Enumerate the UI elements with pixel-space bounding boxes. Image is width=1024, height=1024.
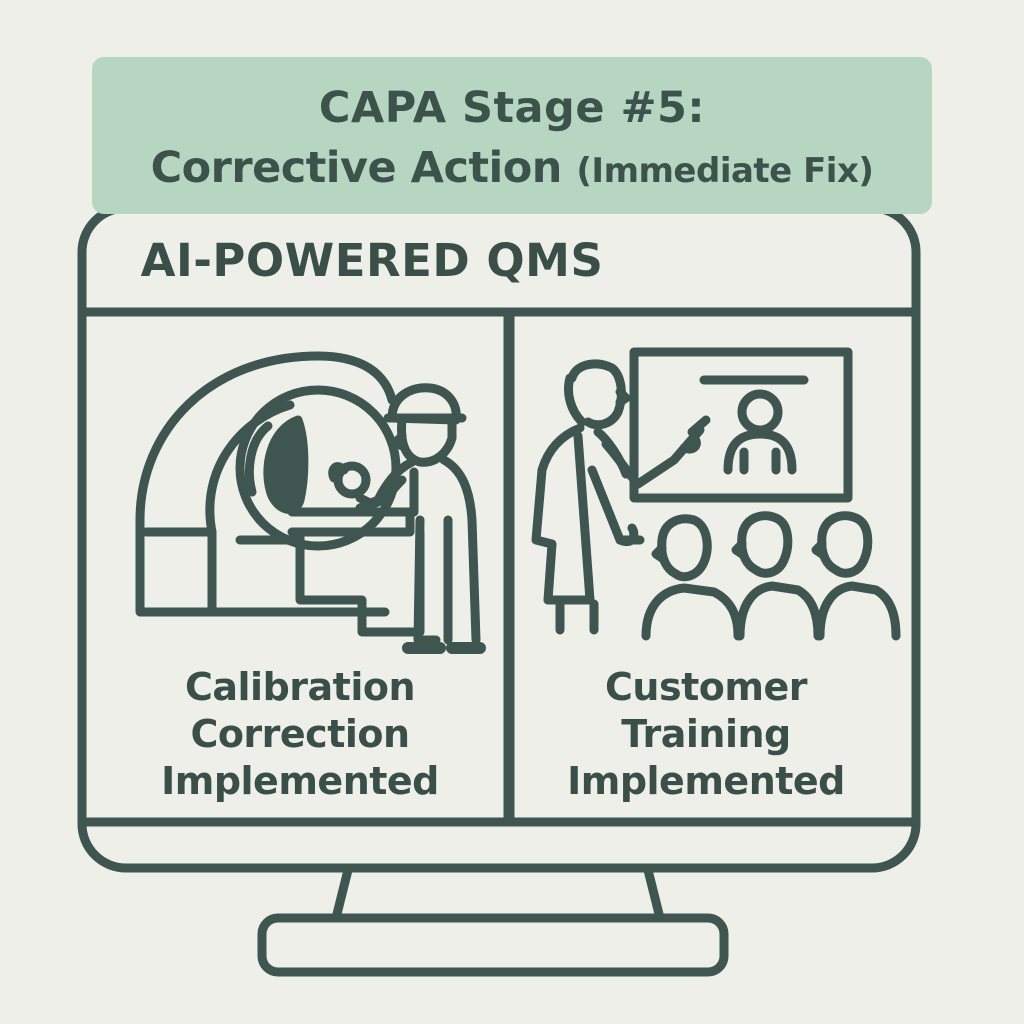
left-caption-line: Calibration [184,665,416,709]
right-caption-line: Implemented [567,759,845,803]
left-caption-line: Correction [190,712,410,756]
left-panel-caption: Calibration Correction Implemented [100,664,500,805]
right-caption-line: Training [621,712,791,756]
left-caption-line: Implemented [161,759,439,803]
banner-title: CAPA Stage #5: [318,83,706,133]
mri-scanner-icon [135,351,425,637]
stage-banner: CAPA Stage #5: Corrective Action (Immedi… [92,57,932,214]
right-panel-caption: Customer Training Implemented [518,664,894,805]
screen-title: AI-POWERED QMS [140,234,604,287]
monitor-neck [331,865,665,923]
audience-icon [641,511,901,641]
monitor-base [257,913,729,977]
trainer-icon [531,359,711,635]
right-caption-line: Customer [605,665,807,709]
banner-subtitle-paren: (Immediate Fix) [576,151,874,191]
banner-subtitle: Corrective Action (Immediate Fix) [92,143,932,193]
technician-icon [328,383,486,654]
banner-subtitle-main: Corrective Action [150,143,563,193]
presentation-screen-icon [629,347,853,503]
